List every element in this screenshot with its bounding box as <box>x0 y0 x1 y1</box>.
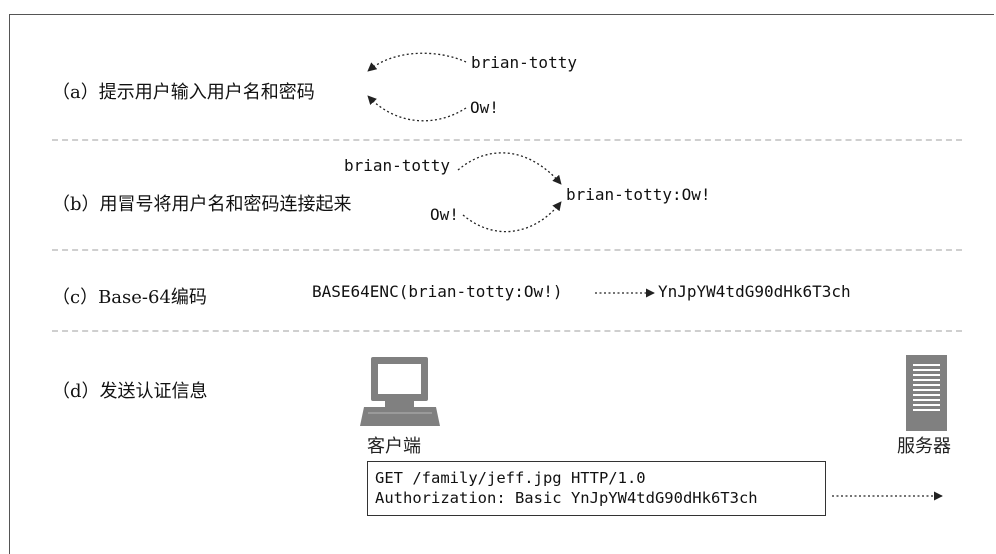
arrow-a-username <box>367 52 467 72</box>
step-c-label: （c）Base-64编码 <box>52 287 207 308</box>
arrow-b-password <box>462 201 562 233</box>
separator-2 <box>52 249 962 251</box>
http-request-line: GET /family/jeff.jpg HTTP/1.0 <box>375 469 646 487</box>
computer-terminal-icon <box>360 357 440 426</box>
step-a-username: brian-totty <box>471 53 577 72</box>
arrow-b-username <box>457 152 562 185</box>
step-a-label: （a）提示用户输入用户名和密码 <box>52 82 315 103</box>
authorization-header: Authorization: Basic YnJpYW4tdG90dHk6T3c… <box>375 489 758 507</box>
step-b-password: Ow! <box>430 205 459 224</box>
step-c-output: YnJpYW4tdG90dHk6T3ch <box>658 282 851 301</box>
separator-3 <box>52 330 962 332</box>
step-b-label: （b）用冒号将用户名和密码连接起来 <box>52 194 352 215</box>
http-request-box: GET /family/jeff.jpg HTTP/1.0 Authorizat… <box>367 461 826 516</box>
client-label: 客户端 <box>367 436 421 457</box>
server-label: 服务器 <box>897 436 951 457</box>
step-d-label: （d）发送认证信息 <box>52 381 208 402</box>
server-tower-icon <box>906 355 947 431</box>
arrow-a-password <box>367 95 467 122</box>
step-c-input: BASE64ENC(brian-totty:Ow!) <box>312 282 563 301</box>
step-b-joined: brian-totty:Ow! <box>566 185 711 204</box>
step-b-username: brian-totty <box>344 156 450 175</box>
diagram-frame <box>9 14 994 554</box>
separator-1 <box>52 139 962 141</box>
step-a-password: Ow! <box>470 98 499 117</box>
